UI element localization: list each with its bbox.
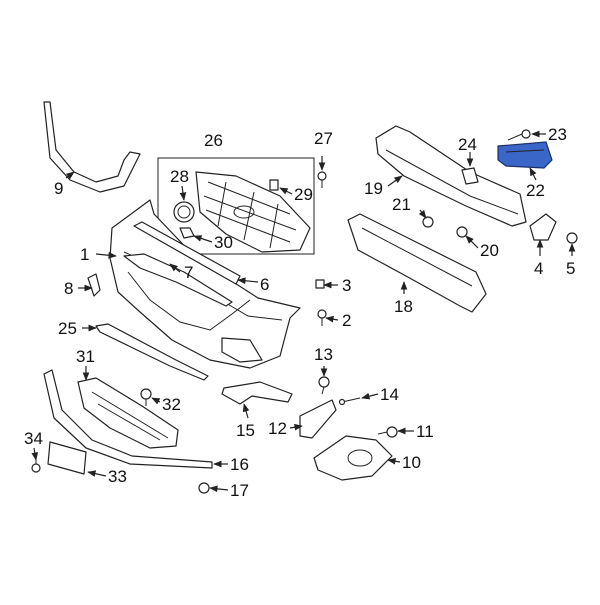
part-18-absorber[interactable]	[347, 213, 487, 313]
part-25-strip[interactable]	[95, 323, 209, 381]
part-10-fog-lamp[interactable]	[313, 435, 393, 481]
part-9-seal[interactable]	[43, 101, 141, 193]
callout-25: 25	[58, 319, 77, 338]
callout-2: 2	[342, 311, 351, 330]
callout-30: 30	[214, 233, 233, 252]
callout-22: 22	[526, 181, 545, 200]
callout-32: 32	[162, 395, 181, 414]
fastener-13[interactable]	[318, 376, 330, 395]
part-12-fog-bezel[interactable]	[299, 399, 337, 439]
callout-12: 12	[268, 419, 287, 438]
fastener-34[interactable]	[31, 456, 41, 473]
callout-33: 33	[108, 467, 127, 486]
callout-8: 8	[64, 279, 73, 298]
part-15-bracket[interactable]	[221, 381, 293, 405]
part-8-bracket[interactable]	[87, 273, 101, 297]
part-29-clip[interactable]	[269, 179, 279, 191]
part-4-side-bracket[interactable]	[529, 213, 557, 241]
part-24-bracket[interactable]	[461, 167, 479, 185]
callout-10: 10	[402, 453, 421, 472]
callout-26: 26	[204, 131, 223, 150]
callout-labels: 1 2 3 4 5 6 7 8 9 10 11 12 13 14 15 16 1…	[24, 125, 575, 500]
callout-13: 13	[314, 345, 333, 364]
fastener-17[interactable]	[198, 482, 210, 494]
callout-6: 6	[260, 275, 269, 294]
callout-3: 3	[342, 276, 351, 295]
fastener-20[interactable]	[456, 226, 468, 238]
part-19-reinforcement[interactable]	[375, 125, 527, 227]
fastener-27[interactable]	[317, 171, 327, 188]
callout-15: 15	[236, 421, 255, 440]
callout-17: 17	[230, 481, 249, 500]
part-26-grille-box	[157, 157, 315, 255]
callout-9: 9	[54, 179, 63, 198]
callout-28: 28	[170, 167, 189, 186]
callout-4: 4	[534, 259, 543, 278]
callout-21: 21	[392, 195, 411, 214]
part-6-strip[interactable]	[133, 221, 241, 285]
leaders	[31, 130, 576, 493]
callout-5: 5	[566, 259, 575, 278]
part-22-bracket-highlighted[interactable]	[497, 141, 553, 169]
callout-20: 20	[480, 241, 499, 260]
fastener-32[interactable]	[140, 388, 152, 406]
fastener-11[interactable]	[377, 426, 398, 438]
part-30-clip[interactable]	[179, 227, 195, 239]
part-31-deflector[interactable]	[77, 377, 179, 449]
callout-11: 11	[416, 422, 434, 441]
part-16-lower-lip[interactable]	[43, 369, 213, 469]
fastener-3[interactable]	[315, 279, 325, 289]
callout-34: 34	[24, 429, 43, 448]
part-28-emblem[interactable]	[173, 201, 195, 223]
callout-27: 27	[314, 129, 333, 148]
callout-29: 29	[294, 185, 313, 204]
fastener-2[interactable]	[317, 309, 327, 326]
callout-31: 31	[76, 347, 95, 366]
fastener-5[interactable]	[566, 232, 578, 244]
callout-18: 18	[394, 297, 413, 316]
callout-16: 16	[230, 455, 249, 474]
callout-14: 14	[380, 385, 399, 404]
callout-7: 7	[184, 263, 193, 282]
fastener-23[interactable]	[507, 129, 531, 141]
callout-19: 19	[364, 179, 383, 198]
fastener-14[interactable]	[338, 397, 361, 406]
fastener-21[interactable]	[422, 216, 434, 228]
callout-23: 23	[548, 125, 567, 144]
callout-24: 24	[458, 135, 477, 154]
part-33-plate-bracket[interactable]	[47, 441, 87, 475]
callout-1: 1	[80, 245, 89, 264]
part-7-lower-grille[interactable]	[123, 253, 233, 307]
part-26-grille[interactable]	[195, 171, 311, 253]
